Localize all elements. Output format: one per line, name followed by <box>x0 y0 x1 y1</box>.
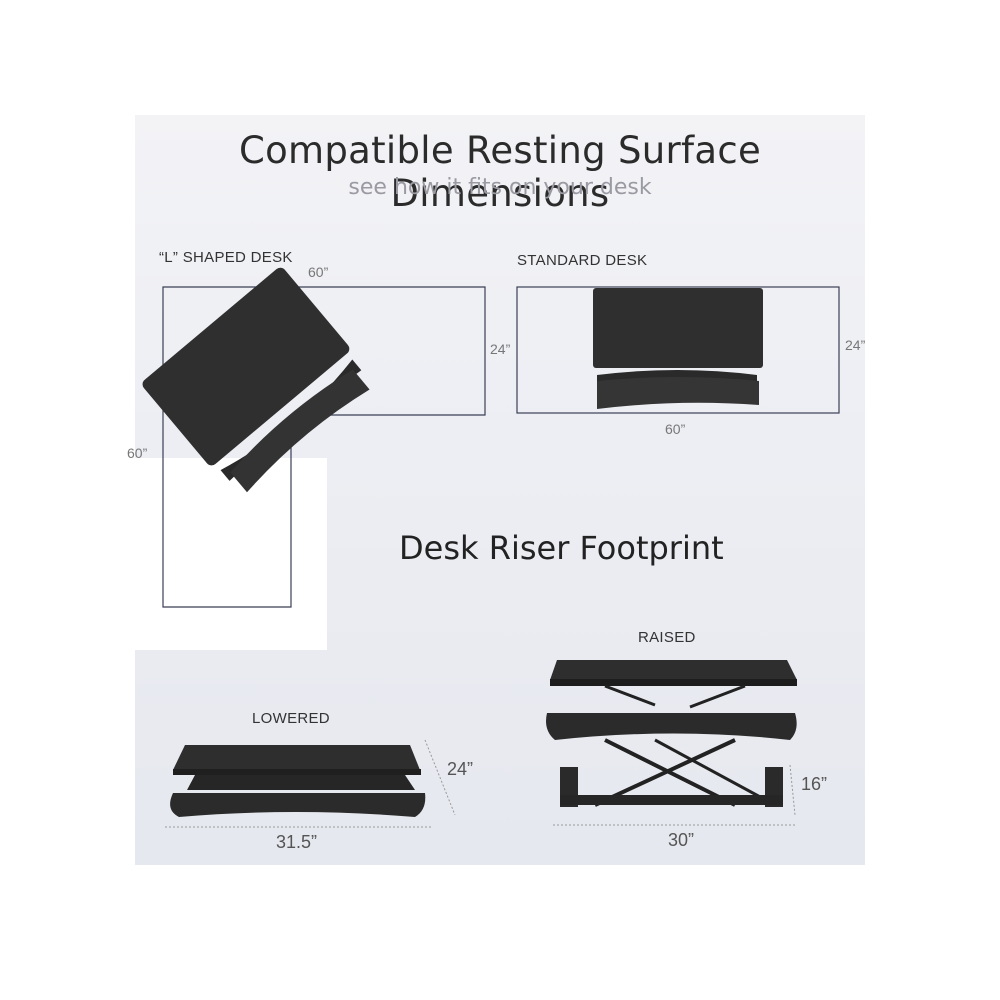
standard-desk-width-dim: 60” <box>665 421 686 437</box>
desk-diagram <box>142 267 840 608</box>
lowered-depth-dim: 24” <box>447 759 474 779</box>
lowered-width-dim: 31.5” <box>276 832 318 852</box>
product-info-panel: Compatible Resting Surface Dimensions se… <box>127 115 866 865</box>
footprint-title: Desk Riser Footprint <box>399 529 724 567</box>
l-desk-riser <box>142 267 370 493</box>
l-desk-width-dim: 60” <box>308 264 329 280</box>
l-desk-depth-dim: 24” <box>490 341 511 357</box>
lowered-riser <box>170 745 426 817</box>
raised-width-dim: 30” <box>668 830 695 850</box>
l-desk-side-dim: 60” <box>127 445 148 461</box>
page-subtitle: see how it fits on your desk <box>348 175 652 200</box>
standard-desk-riser <box>593 288 763 409</box>
lowered-label: LOWERED <box>252 710 330 727</box>
raised-height-dim: 16” <box>801 774 828 794</box>
raised-riser <box>546 660 797 807</box>
standard-desk-label: STANDARD DESK <box>517 252 648 269</box>
raised-label: RAISED <box>638 629 696 646</box>
l-desk-backdrop <box>135 458 327 650</box>
standard-desk-outline <box>516 286 840 414</box>
l-desk-label: “L” SHAPED DESK <box>159 249 293 266</box>
page-title: Compatible Resting Surface Dimensions <box>238 129 762 215</box>
footprint-diagram <box>165 660 797 828</box>
standard-desk-depth-dim: 24” <box>845 337 866 353</box>
